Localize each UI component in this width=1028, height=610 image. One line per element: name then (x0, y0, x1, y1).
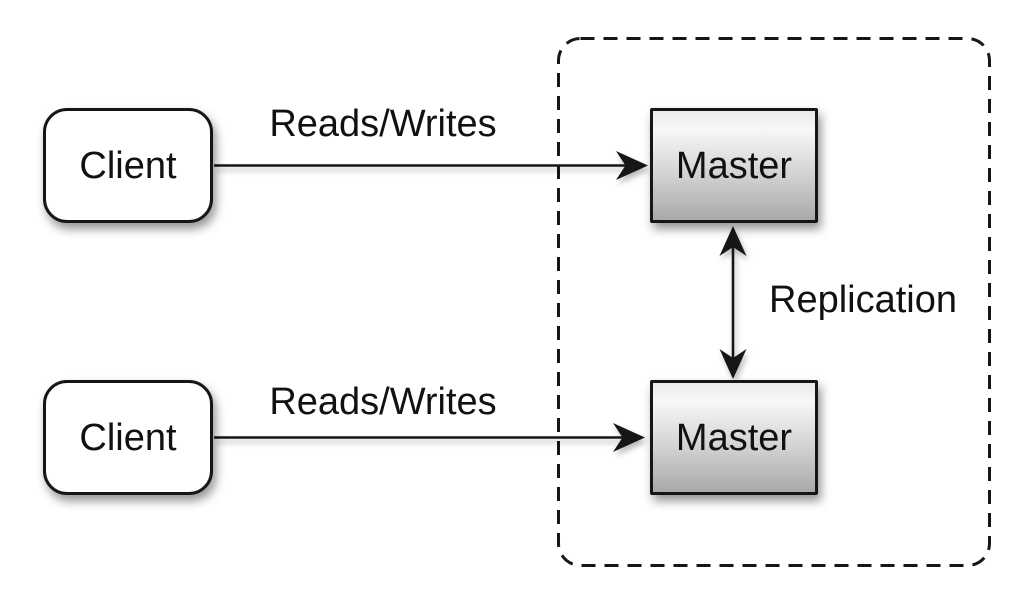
client-node-bottom: Client (43, 380, 213, 495)
master-node-bottom: Master (650, 380, 818, 495)
master-node-bottom-label: Master (675, 416, 793, 459)
master-node-top-label: Master (675, 144, 793, 187)
replication-arrow (719, 226, 747, 379)
arrowhead-down-icon (719, 349, 747, 379)
arrowhead-up-icon (719, 226, 747, 256)
master-node-top: Master (650, 108, 818, 223)
replication-group-boundary (557, 37, 991, 567)
replication-label: Replication (769, 279, 957, 321)
client-node-bottom-label: Client (79, 416, 177, 459)
reads-writes-arrow-top (214, 151, 648, 180)
client-node-top-label: Client (79, 144, 177, 187)
reads-writes-label-top: Reads/Writes (269, 103, 497, 145)
reads-writes-label-bottom: Reads/Writes (269, 381, 497, 423)
arrowhead-right-icon (613, 423, 645, 452)
arrowhead-right-icon (616, 151, 648, 180)
client-node-top: Client (43, 108, 213, 223)
reads-writes-arrow-bottom (214, 423, 645, 452)
